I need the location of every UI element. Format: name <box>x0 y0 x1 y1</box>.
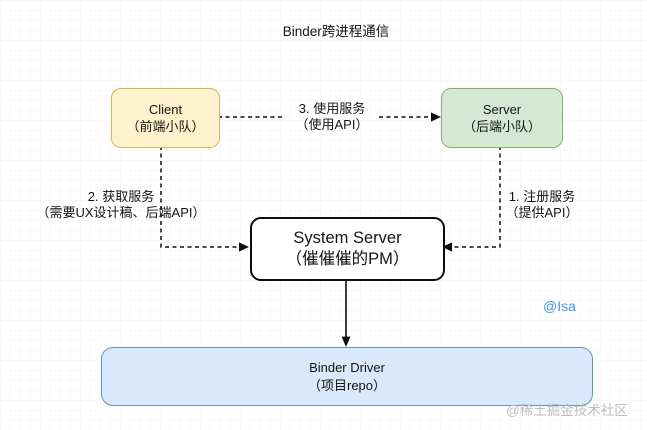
watermark-community: @稀土掘金技术社区 <box>506 403 628 418</box>
edge-label-get-service-line1: 2. 获取服务 <box>87 189 155 204</box>
node-client-title: Client <box>148 101 183 117</box>
edge-label-register-service-line2: （提供API） <box>505 205 579 220</box>
edge-label-get-service: 2. 获取服务 （需要UX设计稿、后端API） <box>21 189 221 221</box>
edge-label-register-service-line1: 1. 注册服务 <box>508 189 576 204</box>
edge-label-use-service: 3. 使用服务 （使用API） <box>266 101 398 133</box>
node-server: Server （后端小队） <box>441 88 563 148</box>
node-client-subtitle: （前端小队） <box>126 119 205 134</box>
node-system-server-title: System Server <box>293 228 402 247</box>
node-binder-driver-title: Binder Driver <box>309 360 385 376</box>
watermark-author: @Isa <box>543 298 576 314</box>
arrow-system-server-to-binder-driver <box>341 277 351 347</box>
edge-label-use-service-line1: 3. 使用服务 <box>298 101 366 116</box>
diagram-title: Binder跨进程通信 <box>282 24 390 39</box>
edge-label-get-service-line2: （需要UX设计稿、后端API） <box>36 205 206 220</box>
edge-label-use-service-line2: （使用API） <box>295 117 369 132</box>
edge-label-register-service: 1. 注册服务 （提供API） <box>482 189 602 221</box>
node-server-subtitle: （后端小队） <box>462 119 541 134</box>
node-server-title: Server <box>482 101 522 117</box>
node-system-server: System Server （催催催的PM） <box>250 217 445 281</box>
node-client: Client （前端小队） <box>111 88 220 148</box>
node-system-server-subtitle: （催催催的PM） <box>285 250 410 268</box>
node-binder-driver-subtitle: （项目repo） <box>307 377 387 393</box>
node-binder-driver: Binder Driver （项目repo） <box>101 347 593 406</box>
